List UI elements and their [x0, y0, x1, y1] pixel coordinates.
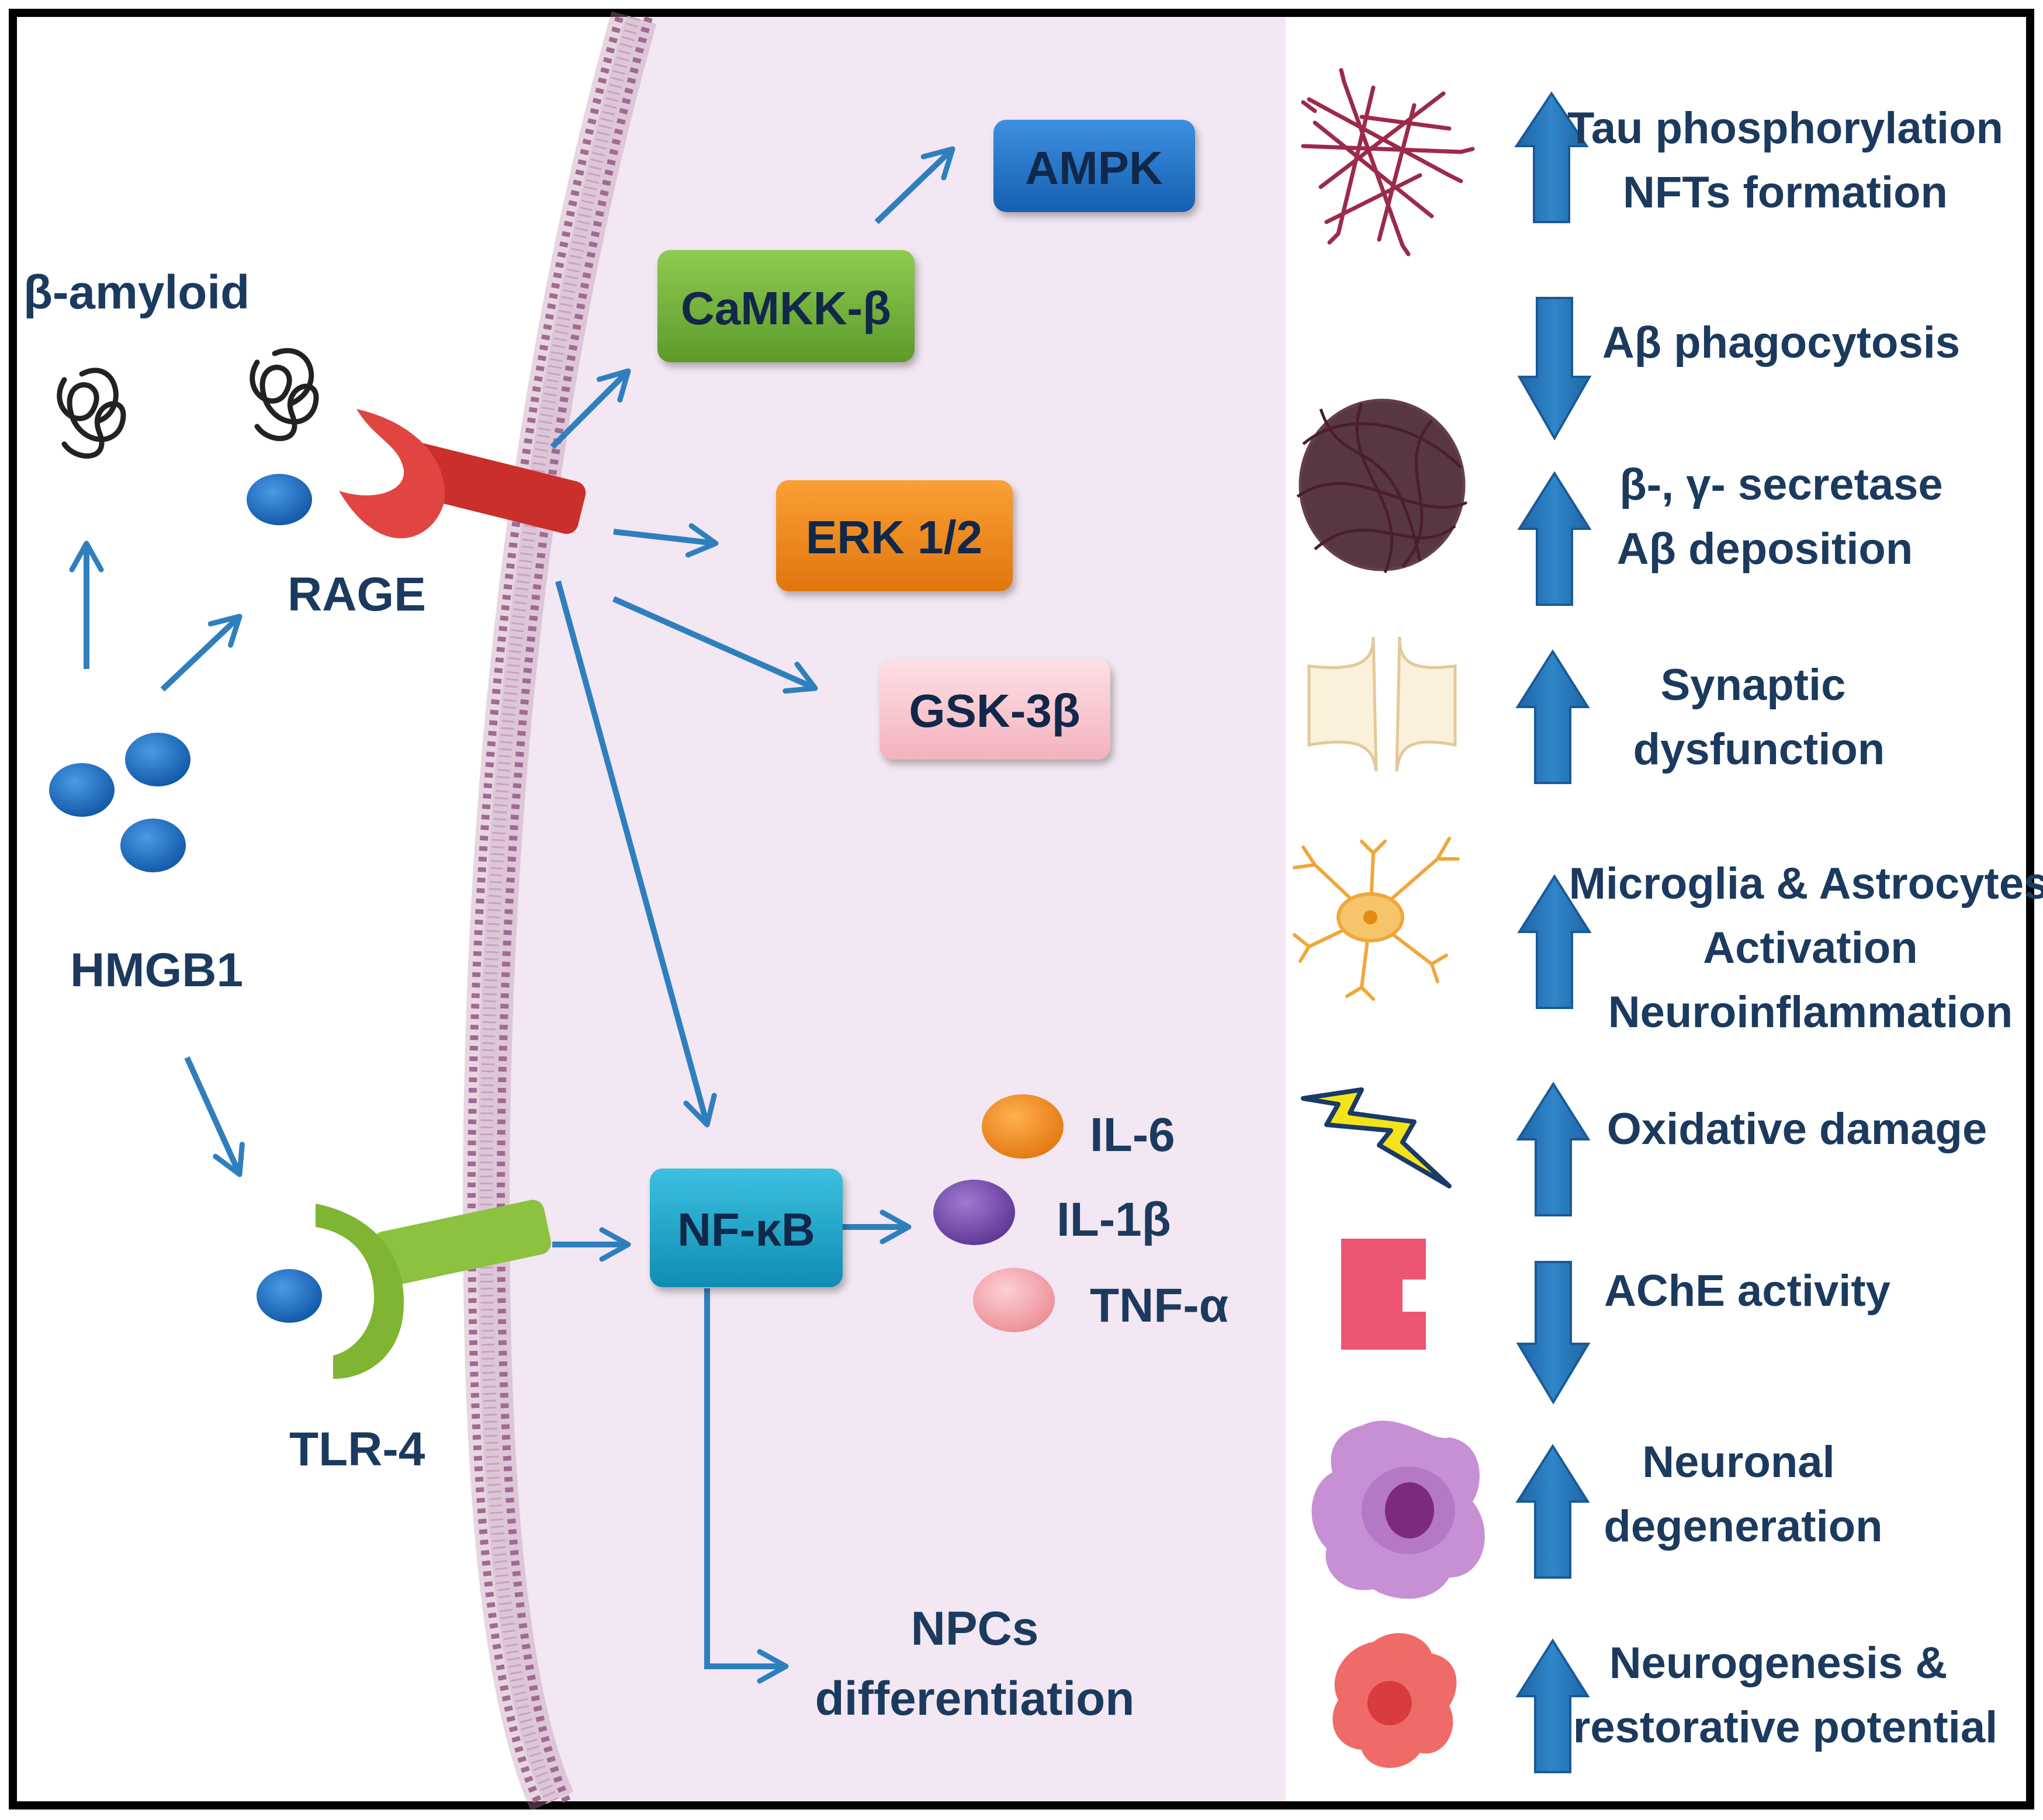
hmgb1-dot [49, 763, 115, 817]
hmgb1-dot [125, 733, 191, 786]
il1b-label: IL-1β [1057, 1193, 1171, 1246]
astrocyte-icon [1293, 837, 1460, 1001]
tau-up-arrow-icon [1514, 91, 1589, 223]
effect-oxidative-line1: Oxidative damage [1607, 1104, 1987, 1154]
il6-label: IL-6 [1090, 1108, 1175, 1162]
effect-glia-line2: Activation [1703, 923, 1917, 973]
degenerating-neuron-icon [1311, 1420, 1485, 1599]
il1b-dot [933, 1180, 1015, 1245]
gsk-label: GSK-3β [909, 685, 1080, 737]
effect-secretase-line1: β-, γ- secretase [1619, 460, 1942, 509]
effect-ache-line1: AChE activity [1604, 1266, 1890, 1316]
neural-progenitor-icon [1332, 1633, 1457, 1768]
pathway-arrows [69, 146, 955, 1684]
beta-amyloid-label: β-amyloid [23, 266, 250, 319]
glia-up-arrow-icon [1517, 874, 1592, 1009]
camkk-label: CaMKK-β [681, 282, 891, 334]
degeneration-up-arrow-icon [1515, 1444, 1590, 1579]
effect-tau-line1: Tau phosphorylation [1567, 103, 2003, 153]
synaptic-up-arrow-icon [1515, 649, 1590, 784]
cell-interior [477, 18, 1286, 1801]
camkk-box [657, 250, 915, 362]
erk-box [776, 480, 1013, 591]
ampk-box [993, 120, 1195, 212]
nfkb-label: NF-κB [677, 1204, 815, 1256]
npcs-label-line2: differentiation [815, 1672, 1135, 1725]
effect-glia-line3: Neuroinflammation [1608, 987, 2013, 1037]
hmgb1-dot [247, 474, 312, 525]
neurogenesis-up-arrow-icon [1515, 1638, 1590, 1773]
il6-dot [982, 1094, 1064, 1159]
effect-glia-line1: Microglia & Astrocytes [1569, 859, 2043, 909]
tlr4-receptor-icon [316, 1200, 551, 1379]
tnfa-dot [973, 1268, 1055, 1332]
effect-neurogenesis-line1: Neurogenesis & [1609, 1638, 1948, 1688]
gsk-box [879, 659, 1110, 760]
oxidative-up-arrow-icon [1516, 1081, 1591, 1216]
amyloid-squiggle-icon [57, 368, 126, 459]
rage-receptor-icon [339, 409, 586, 539]
effect-secretase-line2: Aβ deposition [1617, 524, 1913, 574]
tlr4-label: TLR-4 [289, 1423, 425, 1476]
effect-neuronal-line1: Neuronal [1642, 1437, 1834, 1487]
erk-label: ERK 1/2 [806, 511, 982, 563]
effect-synaptic-line2: dysfunction [1633, 724, 1885, 774]
tnfa-label: TNF-α [1090, 1279, 1228, 1332]
lightning-icon [1301, 1087, 1452, 1188]
effect-neuronal-line2: degeneration [1604, 1502, 1882, 1551]
effect-tau-line2: NFTs formation [1623, 168, 1948, 217]
synapse-icon [1307, 636, 1457, 772]
nfkb-box [650, 1169, 843, 1287]
effect-neurogenesis-line2: restorative potential [1573, 1703, 1997, 1752]
rage-label: RAGE [288, 568, 426, 621]
tau-tangle-icon [1301, 68, 1475, 256]
effect-phagocytosis-line1: Aβ phagocytosis [1602, 318, 1960, 368]
effect-synaptic-line1: Synaptic [1661, 660, 1846, 710]
hmgb1-label: HMGB1 [70, 944, 243, 997]
npcs-label-line1: NPCs [911, 1602, 1039, 1655]
enzyme-icon [1341, 1239, 1426, 1350]
hmgb1-dot [120, 819, 186, 872]
ampk-label: AMPK [1025, 142, 1163, 194]
cell-membrane [463, 11, 657, 1811]
secretase-up-arrow-icon [1517, 471, 1592, 606]
ache-down-arrow-icon [1516, 1261, 1591, 1405]
phagocytosis-down-arrow-icon [1517, 297, 1592, 441]
amyloid-squiggle-icon [250, 348, 319, 441]
hmgb1-dot [257, 1269, 322, 1323]
amyloid-plaque-icon [1296, 398, 1468, 573]
